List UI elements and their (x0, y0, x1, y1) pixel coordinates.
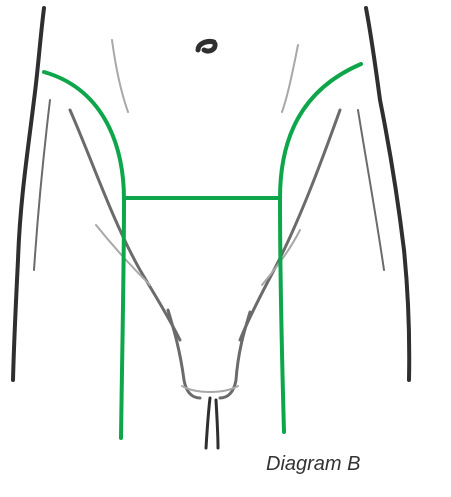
groin-center (206, 398, 218, 448)
abdomen-line-right (282, 45, 298, 112)
guide-left-curve (44, 72, 124, 438)
diagram-caption: Diagram B (266, 453, 360, 476)
left-body-contour-inner (34, 100, 50, 270)
guide-right-curve (280, 64, 361, 432)
navel (198, 41, 215, 51)
guide-lines (44, 64, 361, 438)
groin-base (182, 386, 238, 392)
abdomen-line-left (112, 40, 128, 112)
groin-right (220, 312, 250, 398)
groin-left (168, 310, 200, 398)
right-inguinal-fold (240, 110, 340, 340)
torso-sketch (13, 8, 409, 448)
right-body-contour-inner (358, 110, 384, 270)
